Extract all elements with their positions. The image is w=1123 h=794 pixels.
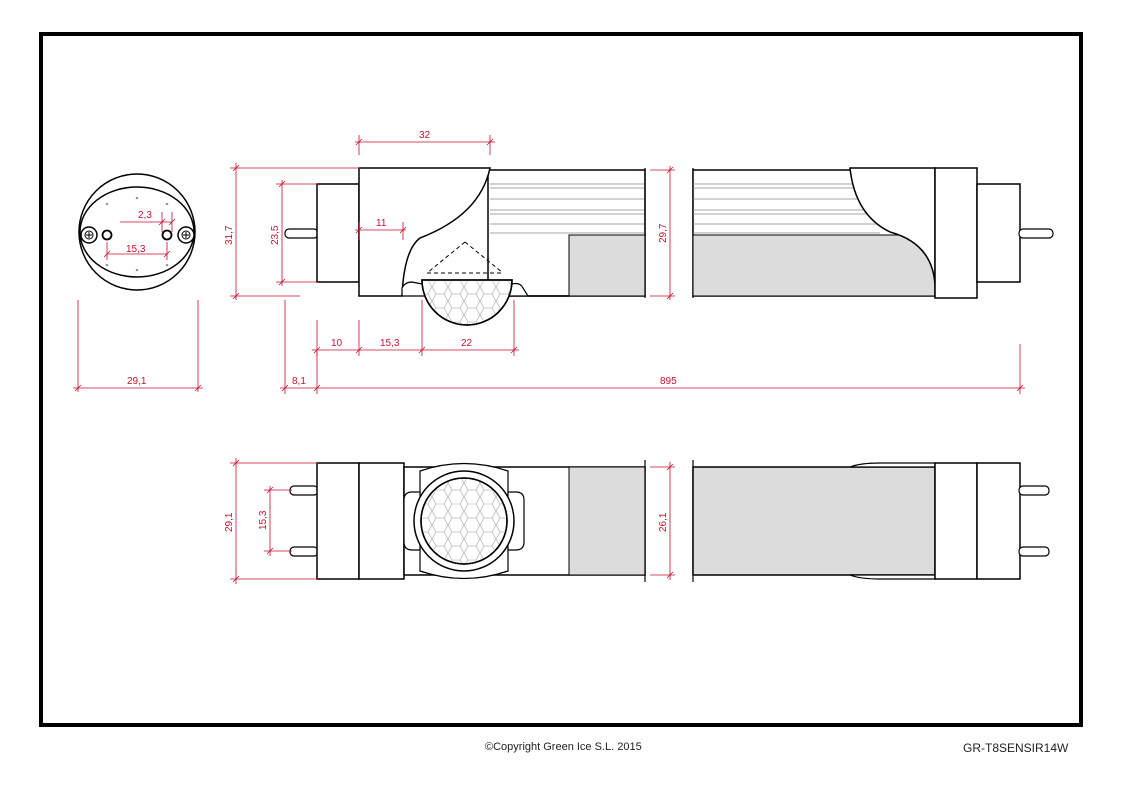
copyright-text: ©Copyright Green Ice S.L. 2015 [485,741,642,753]
end-view [73,173,203,392]
pin-icon [161,229,173,241]
pin-left [284,228,319,239]
pin-icon [101,229,113,241]
product-code: GR-T8SENSIR14W [963,741,1069,755]
end-cap-left [316,183,360,283]
pin-right [1018,228,1054,239]
dim-offset-to-sensor: 15,3 [380,338,400,349]
dim-total-height: 31,7 [224,225,235,245]
tube-top-right [692,466,936,576]
screw-icon [80,226,98,244]
detection-cone [426,241,504,274]
sensor-housing [358,167,491,297]
end-cap-right-inner [976,183,1021,283]
end-cap-left-top [316,462,360,580]
dim-endcap-to-sensor: 11 [376,218,387,229]
dim-pin-length: 8,1 [292,376,306,387]
diffuser-top-left [568,466,646,576]
dim-end-pin-spacing: 15,3 [126,244,146,255]
dim-sensor-width: 22 [461,338,473,349]
dim-tube-height: 29,7 [658,223,669,243]
pin-top-right [1018,485,1050,496]
end-cap-right-top [934,462,978,580]
dim-sensor-housing-width: 32 [419,130,431,141]
screw-icon [177,226,195,244]
dim-end-tube-diameter: 29,1 [127,376,147,387]
pin-bottom [289,546,319,557]
dim-body-height: 23,5 [270,225,281,245]
pin-top [289,485,319,496]
pin-bottom-right [1018,546,1050,557]
sensor-housing-top [358,462,405,580]
dim-top-pin-spacing: 15,3 [258,510,269,530]
diffuser-left [568,234,646,297]
dim-top-tube-inner-width: 26,1 [658,512,669,532]
dim-cap-length: 10 [331,338,343,349]
drawing-border [39,32,1083,727]
dim-total-length: 895 [660,376,677,387]
end-cap-right-top-inner [976,462,1021,580]
diffuser-right [692,234,936,297]
top-view [230,458,1050,584]
dim-end-pin-diameter: 2,3 [138,210,152,221]
dim-top-tube-width: 29,1 [224,512,235,532]
end-cap-right [934,167,978,299]
side-view [230,135,1054,394]
